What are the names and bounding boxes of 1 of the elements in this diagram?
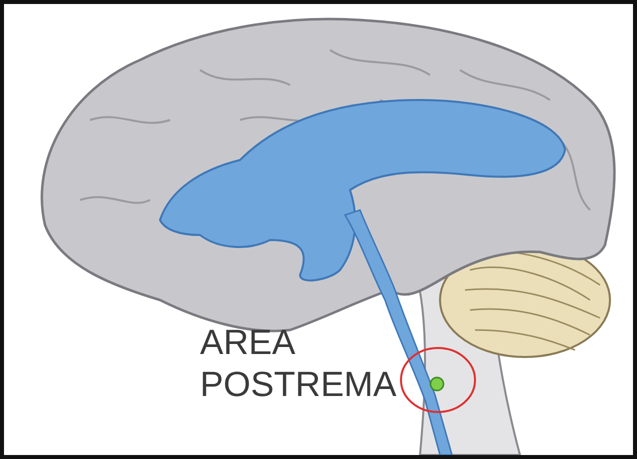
area-label: AREA POSTREMA — [200, 322, 395, 406]
